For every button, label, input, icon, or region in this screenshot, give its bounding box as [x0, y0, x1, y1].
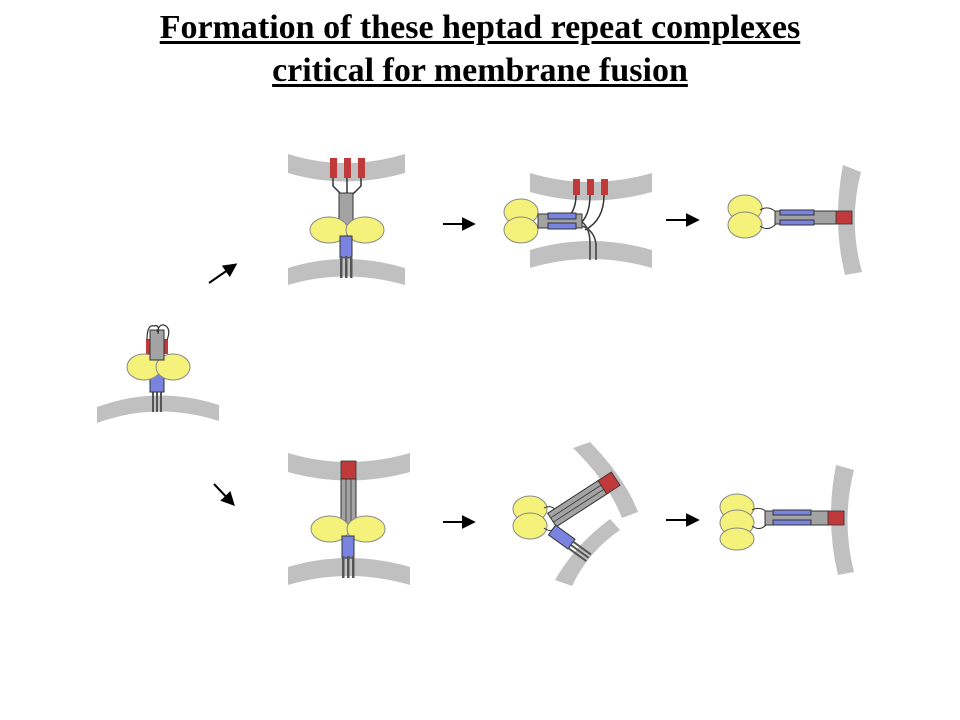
fusion-peptide [340, 460, 357, 481]
heptad-repeat-c [772, 509, 812, 516]
globular-head [727, 211, 763, 239]
heptad-repeat-c [547, 222, 577, 230]
transmembrane-anchor [156, 390, 158, 412]
transmembrane-anchor [572, 540, 592, 556]
viral-membrane [530, 241, 652, 268]
heptad-repeat-c [547, 524, 576, 550]
transmembrane-anchor [350, 256, 353, 278]
arrow-up-right-icon [208, 263, 238, 284]
bottom-hairpin-forming-state [512, 442, 638, 586]
fusion-peptide [146, 339, 150, 354]
transmembrane-anchor [340, 256, 343, 278]
transmembrane-anchor [342, 556, 345, 578]
globular-head [503, 216, 539, 244]
heptad-repeat-c [341, 535, 355, 559]
arrow-down-right-icon [213, 483, 235, 507]
tilted-lower-helix [547, 524, 592, 562]
helix-divider [553, 487, 606, 523]
tilted-upper-helix [546, 471, 621, 528]
bottom-six-helix-bundle-state [719, 465, 854, 575]
linker-strands [332, 178, 362, 195]
top-prehairpin-state [288, 154, 405, 285]
transmembrane-anchor [160, 390, 162, 412]
transmembrane-anchor [581, 221, 597, 260]
title-line-1: Formation of these heptad repeat complex… [159, 9, 801, 46]
transmembrane-anchor [352, 556, 355, 578]
initial-state [97, 324, 219, 423]
transmembrane-anchor [570, 544, 590, 559]
top-hairpin-forming-state [503, 173, 652, 268]
slide-title: Formation of these heptad repeat complex… [0, 6, 960, 92]
fusion-peptide [827, 510, 845, 526]
heptad-repeat-c [772, 519, 812, 526]
fusion-peptide [573, 179, 580, 195]
fusion-peptide [835, 210, 853, 225]
fusion-peptide [164, 339, 168, 354]
globular-head [345, 216, 385, 244]
heptad-repeat-c [547, 212, 577, 220]
fusion-peptide [587, 179, 594, 195]
heptad-repeat-c [339, 235, 353, 259]
helix-divider [550, 483, 603, 519]
heptad-repeat-c [779, 219, 815, 226]
transmembrane-anchor [347, 556, 350, 578]
title-line-2: critical for membrane fusion [272, 52, 688, 89]
heptad-repeat-n [149, 329, 165, 361]
globular-head [512, 512, 548, 540]
fusion-peptide [358, 158, 365, 178]
transmembrane-anchor [152, 390, 154, 412]
heptad-repeat-c [779, 209, 815, 216]
top-six-helix-bundle-state [727, 165, 862, 275]
fusion-peptide [330, 158, 337, 178]
linker-loops [146, 324, 170, 341]
fusion-peptide [344, 158, 351, 178]
bottom-prehairpin-state [288, 453, 410, 585]
transmembrane-anchor [345, 256, 348, 278]
globular-head [719, 527, 755, 551]
globular-head [346, 515, 386, 543]
fusion-peptide [597, 471, 621, 495]
transmembrane-anchor [567, 547, 587, 562]
fusion-peptide [601, 179, 608, 195]
